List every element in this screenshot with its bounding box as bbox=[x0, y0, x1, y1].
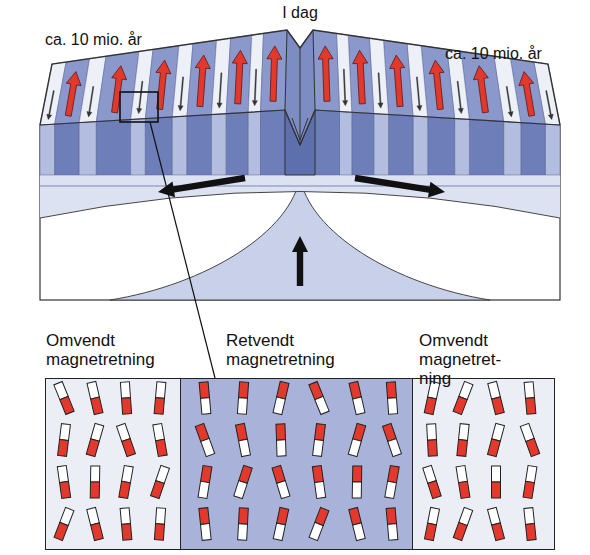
block-edge bbox=[40, 110, 560, 145]
crust-stripe-front bbox=[521, 123, 546, 175]
crust-stripe-front bbox=[131, 119, 146, 175]
polarity-band: Omvendt magnetretning bbox=[45, 378, 181, 550]
age-label: ca. 10 mio. år bbox=[445, 44, 542, 63]
crust-stripe-front bbox=[374, 114, 389, 175]
leader-line bbox=[150, 122, 215, 378]
magnetic-stripe bbox=[226, 35, 252, 114]
crust-stripe-front bbox=[40, 124, 55, 175]
magnetic-stripe bbox=[313, 30, 340, 112]
crust-stripe-front bbox=[428, 117, 455, 175]
normal-polarity-arrow bbox=[390, 55, 405, 107]
crust-stripe-front bbox=[545, 124, 560, 175]
block-outline bbox=[40, 30, 560, 125]
reversed-polarity-arrow bbox=[416, 77, 422, 111]
motion-arrow bbox=[355, 175, 445, 198]
normal-polarity-arrow bbox=[232, 50, 247, 104]
band-heading: Retvendt magnetretning bbox=[226, 331, 366, 369]
detail-frame bbox=[120, 92, 158, 122]
crust-stripe-front bbox=[172, 116, 187, 175]
crust-stripe-front bbox=[413, 116, 428, 175]
ridge-rift bbox=[300, 48, 301, 145]
crust-stripe-front bbox=[212, 114, 227, 175]
reversed-polarity-arrow bbox=[47, 91, 55, 120]
ridge-label: I dag bbox=[282, 3, 318, 22]
crust-stripe-front bbox=[455, 119, 470, 175]
crust-stripe-front bbox=[261, 110, 286, 175]
band-heading: Omvendt magnetretning bbox=[46, 331, 180, 369]
reversed-polarity-arrow bbox=[178, 77, 184, 111]
crust-stripe-front bbox=[79, 122, 96, 175]
lithosphere-boundary bbox=[40, 192, 560, 219]
reversed-polarity-arrow bbox=[378, 73, 383, 108]
crust-stripe-front bbox=[248, 112, 260, 176]
crust-stripe-front bbox=[469, 119, 503, 175]
crust-stripe-front bbox=[187, 115, 212, 176]
crust-stripe-front bbox=[340, 112, 352, 176]
normal-polarity-arrow bbox=[473, 66, 488, 113]
normal-polarity-arrow bbox=[195, 55, 210, 107]
crust-stripe-front bbox=[389, 115, 414, 176]
normal-polarity-arrow bbox=[112, 66, 127, 113]
age-label: ca. 10 mio. år bbox=[45, 30, 142, 49]
motion-arrow bbox=[158, 175, 246, 198]
crust-stripe-front bbox=[145, 117, 172, 175]
crust-stripe-front bbox=[315, 110, 340, 175]
motion-arrow bbox=[292, 236, 308, 286]
crust-stripe-front bbox=[352, 112, 374, 175]
reversed-polarity-arrow bbox=[252, 69, 257, 106]
magnetic-stripe bbox=[348, 35, 374, 114]
normal-polarity-arrow bbox=[353, 50, 368, 104]
crust-base bbox=[40, 186, 560, 187]
magnetic-stripe bbox=[261, 30, 288, 112]
lithosphere-layer bbox=[40, 175, 560, 218]
normal-polarity-arrow bbox=[267, 46, 282, 101]
rift-channel bbox=[292, 118, 308, 140]
normal-polarity-arrow bbox=[65, 72, 81, 117]
normal-polarity-arrow bbox=[519, 72, 535, 117]
polarity-band: Omvendt magnetret- ning bbox=[412, 378, 555, 550]
crust-stripe-front bbox=[55, 123, 79, 175]
crust-stripe-front bbox=[504, 122, 521, 175]
reversed-polarity-arrow bbox=[137, 81, 143, 113]
polarity-band: Retvendt magnetretning bbox=[180, 378, 413, 550]
reversed-polarity-arrow bbox=[546, 91, 554, 120]
reversed-polarity-arrow bbox=[87, 86, 94, 116]
normal-polarity-arrow bbox=[318, 46, 333, 101]
band-heading: Omvendt magnetret- ning bbox=[419, 331, 519, 388]
normal-polarity-arrow bbox=[429, 60, 444, 109]
reversed-polarity-arrow bbox=[217, 73, 222, 108]
reversed-polarity-arrow bbox=[457, 81, 463, 113]
crust-stripe-front bbox=[96, 119, 130, 175]
reversed-polarity-arrow bbox=[506, 86, 513, 116]
reversed-polarity-arrow bbox=[343, 69, 348, 106]
crust-stripe-front bbox=[226, 112, 248, 175]
